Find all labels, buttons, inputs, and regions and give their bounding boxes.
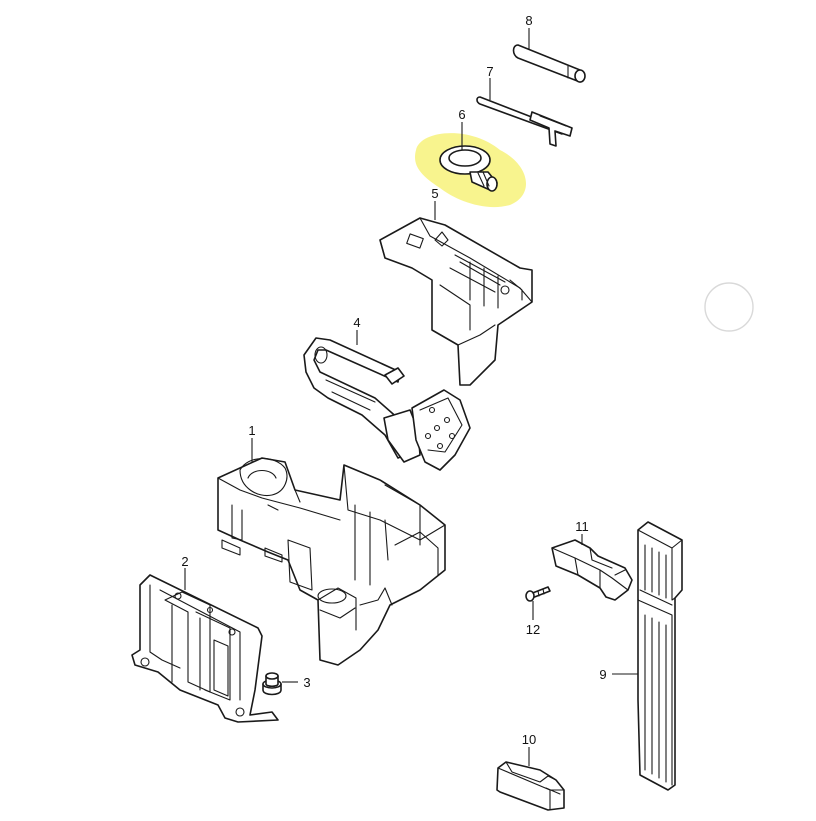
callout-5: 5 (431, 186, 438, 201)
callout-11: 11 (575, 519, 589, 534)
part-1-tool-carrier[interactable] (217, 457, 446, 666)
circle-marker-icon (704, 282, 754, 332)
leader-lines (184, 28, 638, 766)
part-2-bracket[interactable] (131, 574, 279, 723)
part-12-screw[interactable] (525, 586, 551, 602)
part-9-panel[interactable] (637, 521, 683, 791)
part-11-clip[interactable] (551, 539, 633, 601)
callout-7: 7 (486, 64, 493, 79)
callout-10: 10 (522, 732, 536, 747)
callout-9: 9 (599, 667, 606, 682)
callout-2: 2 (181, 554, 188, 569)
part-4-jack[interactable] (303, 337, 471, 471)
part-8-pin[interactable] (512, 44, 586, 83)
part-7-tool-rod[interactable] (476, 96, 573, 147)
part-5-tool-tray[interactable] (379, 217, 533, 386)
part-6-towing-eye[interactable] (439, 145, 498, 192)
part-3-bolt[interactable] (262, 672, 282, 696)
callout-12: 12 (526, 622, 540, 637)
callout-1: 1 (248, 423, 255, 438)
callout-4: 4 (353, 315, 360, 330)
callout-8: 8 (525, 13, 532, 28)
callout-6: 6 (458, 107, 465, 122)
part-10-bracket[interactable] (496, 761, 565, 811)
callout-3: 3 (303, 675, 310, 690)
